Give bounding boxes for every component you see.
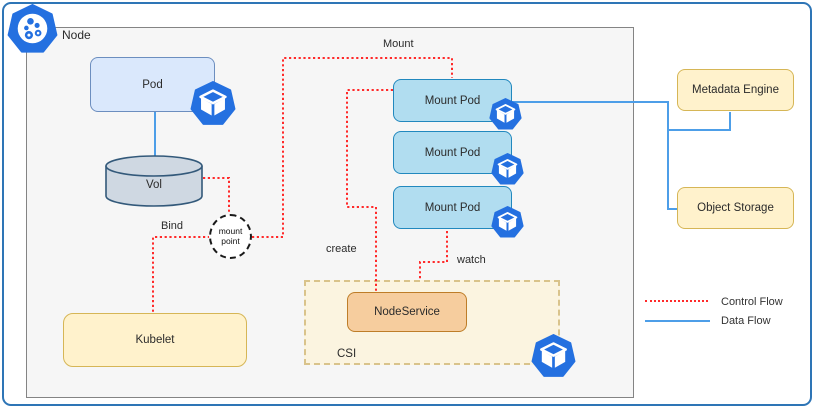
kubernetes-logo-icon [7,4,58,55]
pod-label: Pod [142,78,163,91]
metadata-engine-node: Metadata Engine [677,69,794,111]
vol-node: Vol [104,155,204,208]
mount-pod-2-cube-icon [491,153,524,186]
mount-point-node: mount point [209,214,252,259]
mount-point-line1: mount [218,226,243,236]
pod-cube-icon [190,81,236,127]
kubelet-node: Kubelet [63,313,247,367]
legend-control-flow-line [645,300,708,302]
kubelet-label: Kubelet [135,334,175,346]
mount-pod-1-cube-icon [489,98,522,131]
legend-data-flow-label: Data Flow [721,315,771,327]
mount-pod-2-label: Mount Pod [424,146,481,159]
mount-pod-3-cube-icon [491,206,524,239]
mount-point-line2: point [221,235,240,246]
edge-label-create: create [326,243,357,255]
csi-label: CSI [337,348,357,360]
edge-label-watch: watch [457,254,486,266]
legend-control-flow-label: Control Flow [721,296,783,308]
edge-label-mount: Mount [383,38,414,50]
cylinder-shape [105,155,203,207]
legend-data-flow-line [645,320,710,322]
csi-cube-icon [531,334,576,379]
vol-label: Vol [146,179,162,191]
node-label: Node [62,28,91,42]
mount-pod-1-label: Mount Pod [424,94,481,107]
object-storage-node: Object Storage [677,187,794,229]
metadata-engine-label: Metadata Engine [692,84,779,96]
nodeservice-node: NodeService [347,292,467,332]
mount-pod-3-label: Mount Pod [424,201,481,214]
nodeservice-label: NodeService [374,306,440,318]
object-storage-label: Object Storage [697,202,774,214]
edge-label-bind: Bind [161,220,184,232]
